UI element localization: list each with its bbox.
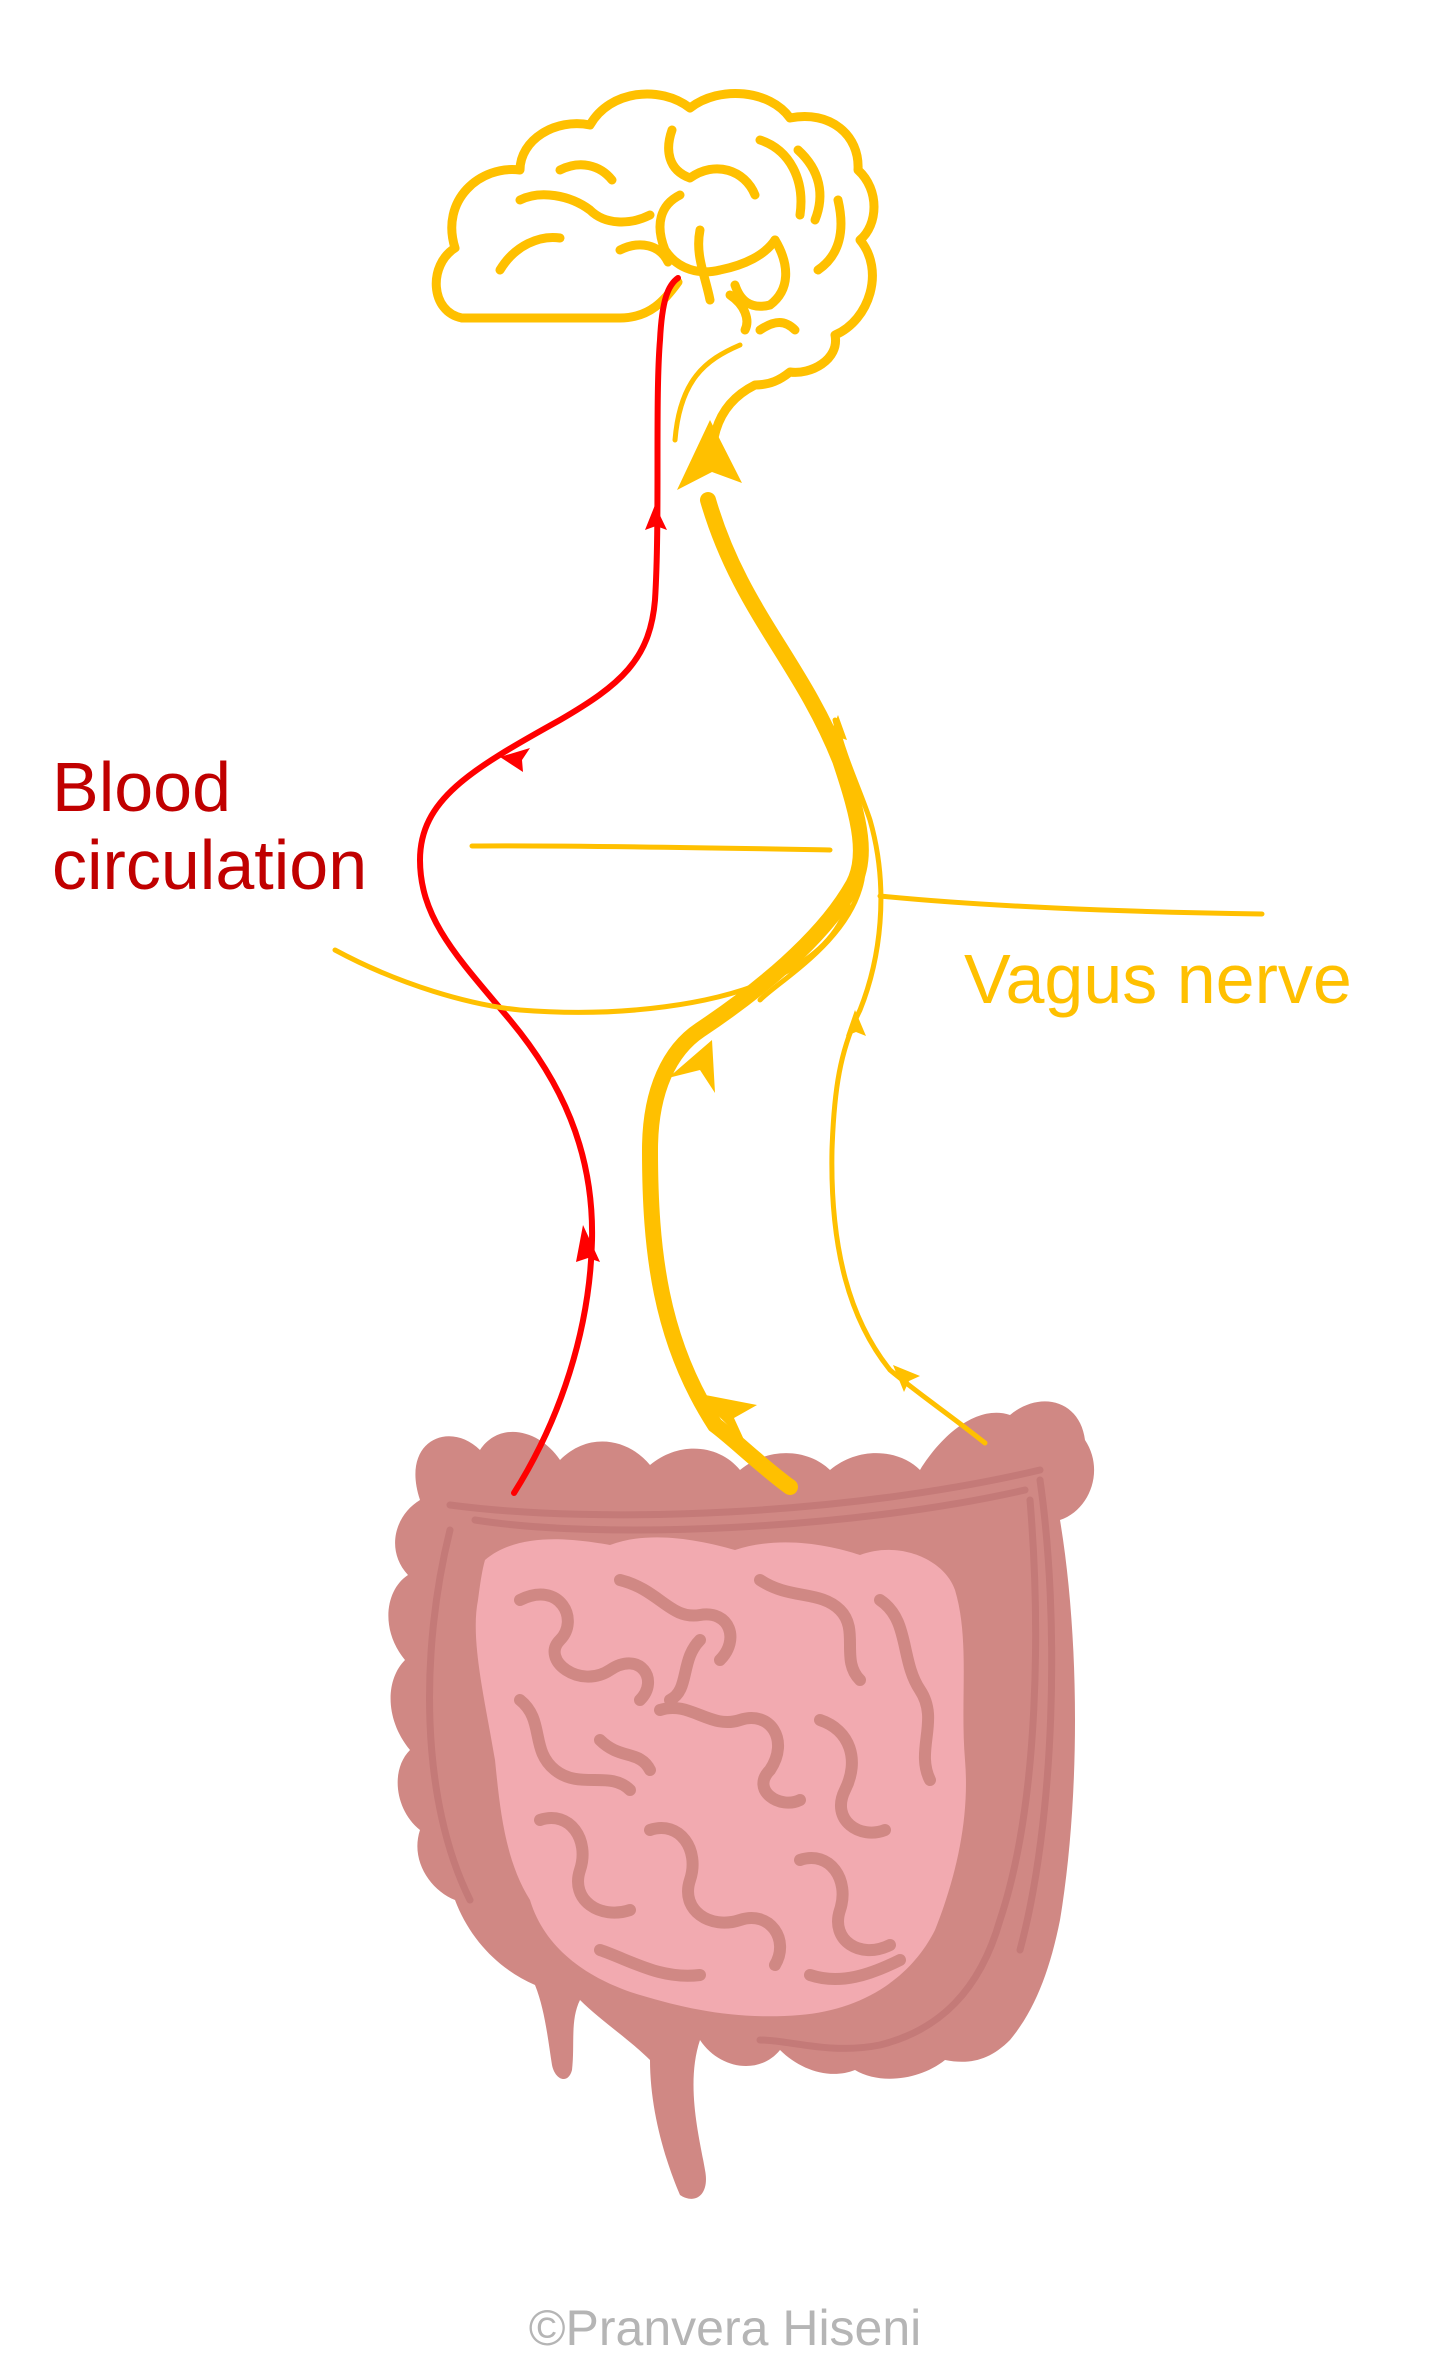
intestine-icon [388,1401,1095,2199]
blood-arrow-lower [576,1225,600,1262]
vagus-arrowheads [668,420,920,1442]
nerve-arrow-bottom [695,1393,757,1442]
blood-label-line2: circulation [52,826,368,905]
blood-arrow-middle [500,748,530,772]
vagus-nerve-main [641,492,869,1495]
blood-circulation-path [416,275,681,1496]
nerve-arrow-top [677,420,742,490]
nerve-arrow-right-down [846,1010,866,1036]
blood-arrowheads [500,505,667,1262]
nerve-arrow-right-lower [893,1365,920,1392]
blood-arrow-upper [645,505,667,530]
nerve-arrow-right-upper [828,715,847,740]
brain-icon [431,88,879,465]
blood-circulation-label: Blood circulation [52,748,367,905]
blood-label-line1: Blood [52,748,232,826]
nerve-arrow-middle [668,1040,715,1093]
copyright-credit: ©Pranvera Hiseni [528,2300,922,2356]
vagus-nerve-branches [332,342,1265,1446]
vagus-nerve-label: Vagus nerve [964,940,1352,1018]
